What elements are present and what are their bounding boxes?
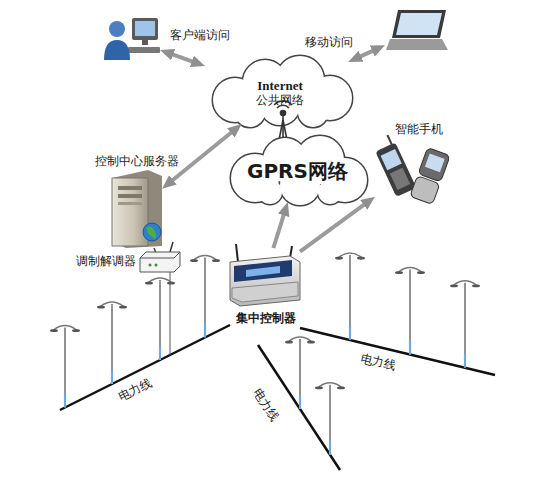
cloud-label: 公共网络 [256,93,304,107]
server-icon [112,170,162,248]
power-line-label: 电力线 [250,386,281,424]
internet-cloud-node: Internet公共网络 [205,62,355,124]
smart-phone-icon [371,133,450,204]
device-label: 调制解调器 [76,254,136,268]
signal-arrow [300,201,369,251]
power-line-label: 电力线 [359,351,397,373]
street-lamp [335,253,365,340]
street-lamp [315,383,345,455]
cloud-label: GPRS网络 [247,159,348,183]
power-line [60,325,495,470]
client-user: 客户端访问 [105,15,160,65]
device-label: 集中控制器 [236,311,296,325]
street-lamp [50,326,80,408]
cloud-label: Internet [257,79,303,93]
laptop-icon [386,10,448,50]
concentrator-icon [230,244,300,306]
street-lamp [145,278,175,360]
street-lamp [97,302,127,384]
mobile-laptop: 移动访问 [385,8,450,53]
modem: 调制解调器 [140,252,180,272]
signal-arrow [273,210,285,248]
street-lamp [190,256,220,338]
signal-arrow [355,49,377,59]
gprs-cloud [231,136,367,205]
street-lamps [50,253,480,455]
client-user-icon [104,18,160,60]
device-label: 控制中心服务器 [95,154,179,168]
device-label: 智能手机 [395,122,443,136]
smart-phone: 智能手机 [375,140,445,202]
control-server: 控制中心服务器 [112,170,162,248]
street-lamp [285,337,315,409]
device-label: 移动访问 [305,35,353,49]
signal-arrow [168,53,198,64]
device-label: 客户端访问 [170,28,230,42]
street-lamp [395,268,425,355]
concentrator: 集中控制器 [228,248,300,308]
cable [154,248,156,252]
gprs-cloud-node: GPRS网络 [225,140,370,202]
modem-icon [140,242,180,272]
street-lamp [450,281,480,368]
